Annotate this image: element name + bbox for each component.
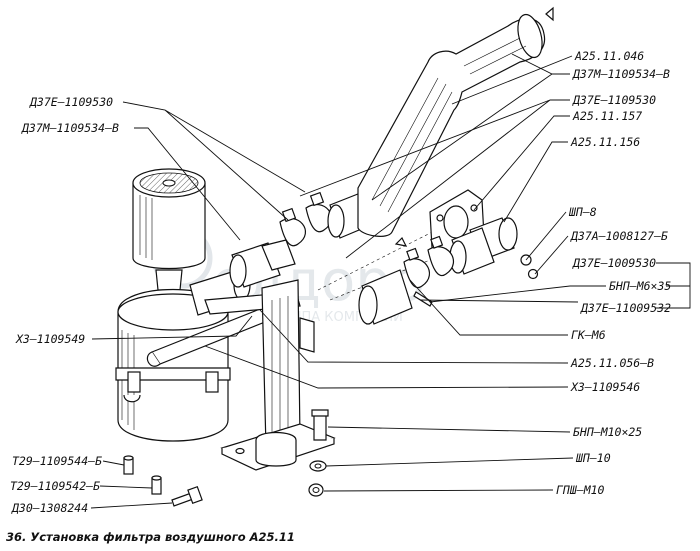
label-d37e-1109530-right: Д37Е–1109530 bbox=[572, 93, 656, 107]
label-x3-1109549: Х3–1109549 bbox=[15, 332, 85, 346]
label-d37e-1009530: Д37Е–1009530 bbox=[572, 256, 656, 270]
bracket-drawing bbox=[146, 279, 336, 471]
label-d37e-11009532: Д37Е–11009532 bbox=[580, 301, 671, 315]
label-x3-1109546: Х3–1109546 bbox=[570, 380, 640, 394]
leader-lines bbox=[90, 53, 691, 509]
label-a25-11-156: А25.11.156 bbox=[570, 135, 640, 149]
label-a25-11-056-v: А25.11.056–В bbox=[570, 356, 654, 370]
label-d37a-1008127-b: Д37А–1008127–Б bbox=[570, 229, 668, 243]
part-labels: Д37Е–1109530 Д37М–1109534–В А25.11.046 Д… bbox=[10, 49, 671, 515]
label-gpsh-m10: ГПШ–М10 bbox=[556, 483, 605, 497]
label-shp-8: ШП–8 bbox=[568, 205, 597, 219]
intake-pipe-drawing bbox=[357, 6, 554, 237]
label-gk-m6: ГК–М6 bbox=[571, 328, 606, 342]
label-t29-1109542-b: Т29–1109542–Б bbox=[10, 479, 100, 493]
figure-caption: 36. Установка фильтра воздушного А25.11 bbox=[6, 530, 295, 544]
label-shp-10: ШП–10 bbox=[575, 451, 611, 465]
label-a25-11-046: А25.11.046 bbox=[574, 49, 644, 63]
label-d30-1308244: Д30–1308244 bbox=[11, 501, 88, 515]
loose-parts-drawing bbox=[123, 455, 203, 507]
label-t29-1109544-b: Т29–1109544–Б bbox=[12, 454, 102, 468]
label-a25-11-157: А25.11.157 bbox=[572, 109, 642, 123]
label-bnp-m10x25: БНП–М10×25 bbox=[573, 425, 642, 439]
label-d37m-1109534-v-right: Д37М–1109534–В bbox=[572, 67, 670, 81]
label-bnp-m6x35: БНП–М6×35 bbox=[609, 279, 671, 293]
label-d37e-1109530-left: Д37Е–1109530 bbox=[29, 95, 113, 109]
label-d37m-1109534-v-left: Д37М–1109534–В bbox=[21, 121, 119, 135]
